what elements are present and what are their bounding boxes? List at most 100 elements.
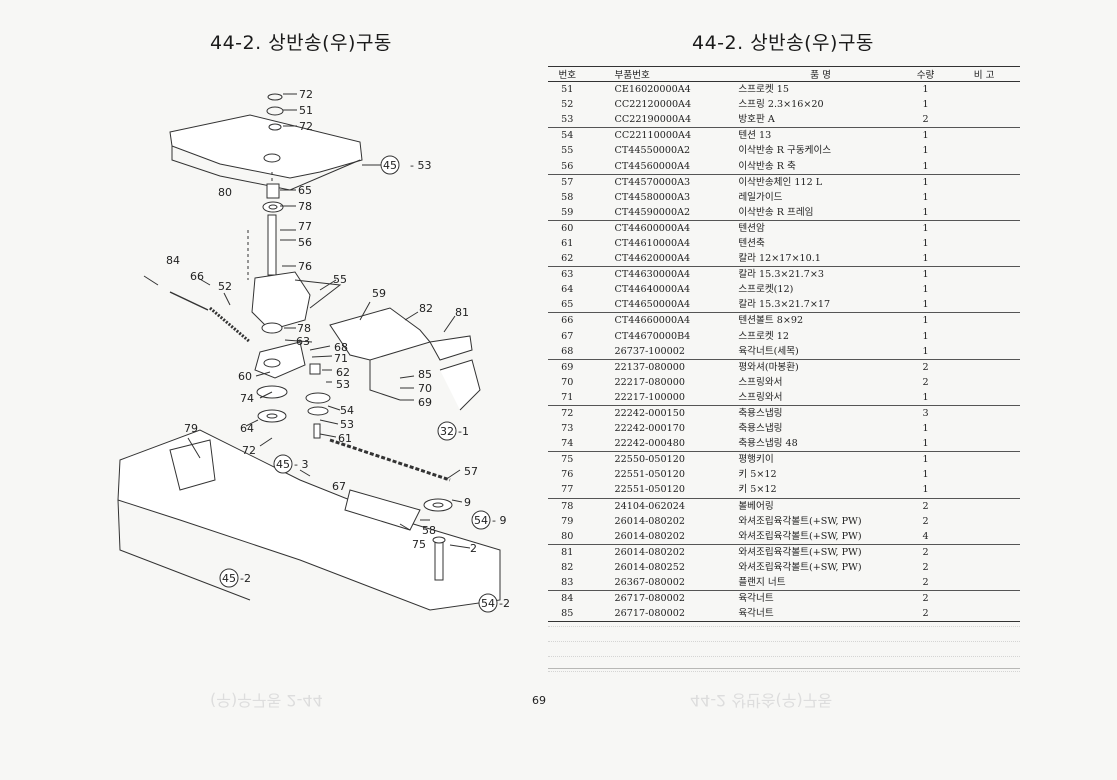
cell-no: 72 [548,404,587,422]
cell-name: 축용스냅링 [738,423,783,435]
cell-remark [948,560,1020,575]
cell-part-no: 26014-080252 [614,561,685,573]
cell-part-no: CT44570000A3 [586,173,739,190]
callout-text: 82 [419,302,433,315]
cell-remark [948,451,1020,468]
callout-text: 62 [336,366,350,379]
ref-number: 45 [276,458,290,471]
cell-no: 76 [561,469,574,481]
cell-remark [948,606,1020,623]
callout-text: 2 [470,542,477,555]
callout-text: 59 [372,287,386,300]
cell-no: 62 [561,253,574,265]
cell-remark [948,390,1020,406]
callout-text: 78 [298,200,312,213]
callout-text: 76 [298,260,312,273]
faded-bleed-through [548,612,1020,672]
cell-part-no: 22242-000480 [614,438,685,450]
header-remark: 비 고 [948,66,1020,82]
cell-no: 61 [561,237,574,249]
cell-name: 텐션축 [738,237,765,249]
cell-name: 칼라 15.3×21.7×17 [738,299,831,311]
cell-no: 78 [548,497,587,514]
cell-qty: 1 [922,299,929,311]
cell-no: 68 [561,345,574,357]
cell-qty: 2 [922,577,929,589]
cell-qty: 1 [902,451,949,468]
cell-part-no: CT44650000A4 [614,299,691,311]
cell-no: 56 [561,160,574,172]
cell-no: 59 [561,206,574,218]
cell-remark [948,112,1020,128]
cell-qty: 1 [922,345,929,357]
cell-part-no: 26014-080202 [586,543,739,560]
cell-qty: 1 [922,145,929,157]
cell-part-no: CT44550000A2 [614,145,691,157]
cell-qty: 1 [922,284,929,296]
cell-remark [948,205,1020,221]
callout-text: 64 [240,422,254,435]
cell-part-no: 24104-062024 [586,497,739,514]
callout-text: 54 [340,404,354,417]
bleed-through-text: (우)우구동 2-44 [210,691,323,710]
cell-remark [948,173,1020,190]
cell-qty: 2 [922,376,929,388]
cell-remark [948,143,1020,158]
ref-number: 45 [222,572,236,585]
cell-name: 스프링 2.3×16×20 [738,99,824,111]
cell-qty: 1 [902,219,949,236]
callout-text: 60 [238,370,252,383]
cell-no: 84 [548,590,587,607]
cell-no: 75 [548,451,587,468]
callout-text: - 9 [492,514,506,527]
cell-qty: 2 [922,561,929,573]
callout-text: 78 [297,322,311,335]
cell-qty: 2 [902,590,949,607]
cell-part-no: 22217-080000 [614,376,685,388]
cell-name: 평와셔(마봉환) [738,358,903,375]
cell-part-no: CT44560000A4 [614,160,691,172]
cell-part-no: CE16020000A4 [614,84,691,96]
callout-text: - 3 [294,458,308,471]
cell-remark [948,575,1020,591]
cell-remark [948,436,1020,452]
part-callouts: 72 51 72 - 53 65 80 78 77 56 76 84 66 52… [166,88,478,555]
callout-text: 81 [455,306,469,319]
cell-no: 64 [561,284,574,296]
cell-remark [948,421,1020,436]
cell-no: 81 [548,543,587,560]
cell-name: 육각너트 [738,606,903,623]
cell-name: 이삭반송 R 축 [738,160,796,172]
cell-remark [948,297,1020,313]
cell-part-no: 22217-100000 [614,391,685,403]
cell-part-no: CT44640000A4 [614,284,691,296]
cell-name: 텐션볼트 8×92 [738,312,903,329]
cell-no: 77 [561,484,574,496]
callout-text: 72 [299,120,313,133]
callout-text: 85 [418,368,432,381]
cell-no: 54 [548,127,587,144]
ref-number: 54 [474,514,488,527]
cell-part-no: CC22190000A4 [614,114,692,126]
cell-part-no: CC22110000A4 [586,127,739,144]
cell-qty: 1 [922,330,929,342]
callout-text: 55 [333,273,347,286]
cell-qty: 1 [922,423,929,435]
cell-no: 58 [561,191,574,203]
cell-part-no: 22242-000150 [586,404,739,422]
cell-name: 축용스냅링 48 [738,438,798,450]
